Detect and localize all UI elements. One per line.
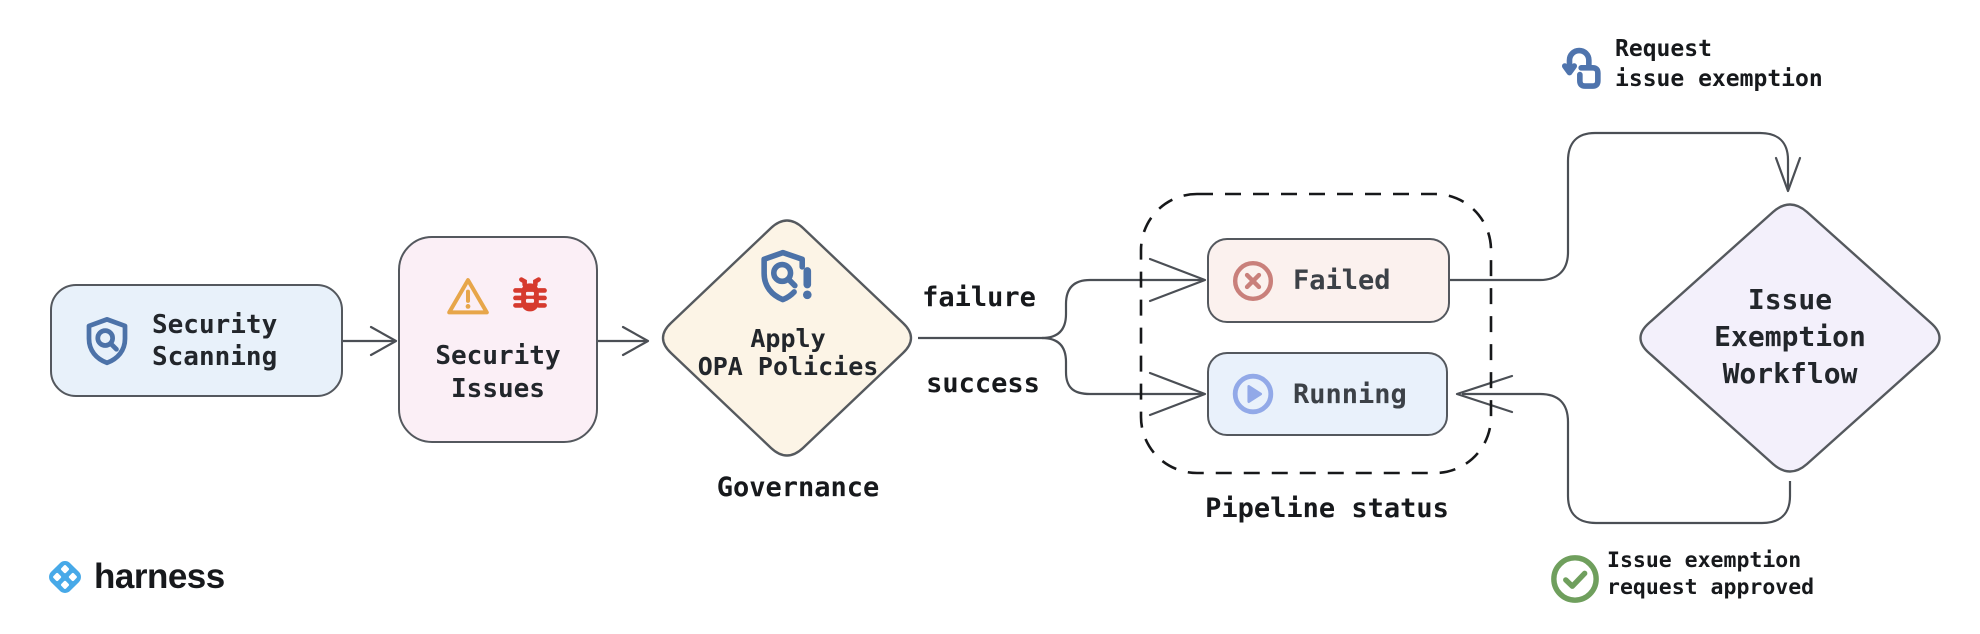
exemption-diamond-shape <box>1639 203 1941 473</box>
pipeline-status-caption: Pipeline status <box>1205 493 1449 524</box>
circle-x-icon <box>1232 260 1274 301</box>
bug-icon <box>513 276 547 311</box>
edge-label-failure: failure <box>922 282 1036 313</box>
node-security-scanning: Security Scanning <box>50 284 343 397</box>
node-label-issue-exemption-workflow: Issue Exemption Workflow <box>1714 283 1866 390</box>
warning-triangle-icon <box>447 277 489 314</box>
node-label-security-scanning: Security Scanning <box>152 309 278 372</box>
governance-caption: Governance <box>716 472 880 503</box>
node-failed: Failed <box>1207 238 1450 323</box>
opa-diamond-shape <box>661 219 913 457</box>
pipeline-status-container <box>1139 192 1493 475</box>
brand-footer: harness <box>44 556 225 598</box>
node-label-running: Running <box>1293 378 1407 410</box>
shield-search-icon <box>86 316 128 365</box>
edge-label-success: success <box>926 368 1040 399</box>
node-label-failed: Failed <box>1293 265 1391 296</box>
request-exemption-annotation: Request issue exemption <box>1615 36 1823 92</box>
node-label-apply-opa: Apply OPA Policies <box>697 324 879 381</box>
brand-wordmark: harness <box>94 557 225 596</box>
shield-policy-alert-icon <box>761 249 812 303</box>
circle-check-icon <box>1551 555 1599 603</box>
node-running: Running <box>1207 352 1448 436</box>
node-label-security-issues: Security Issues <box>435 340 561 404</box>
issue-icons <box>443 274 553 320</box>
circle-play-icon <box>1232 373 1274 415</box>
node-security-issues: Security Issues <box>398 236 598 443</box>
request-tap-icon <box>1561 47 1601 89</box>
harness-logo-icon <box>49 561 81 593</box>
exemption-approved-annotation: Issue exemption request approved <box>1607 548 1815 600</box>
